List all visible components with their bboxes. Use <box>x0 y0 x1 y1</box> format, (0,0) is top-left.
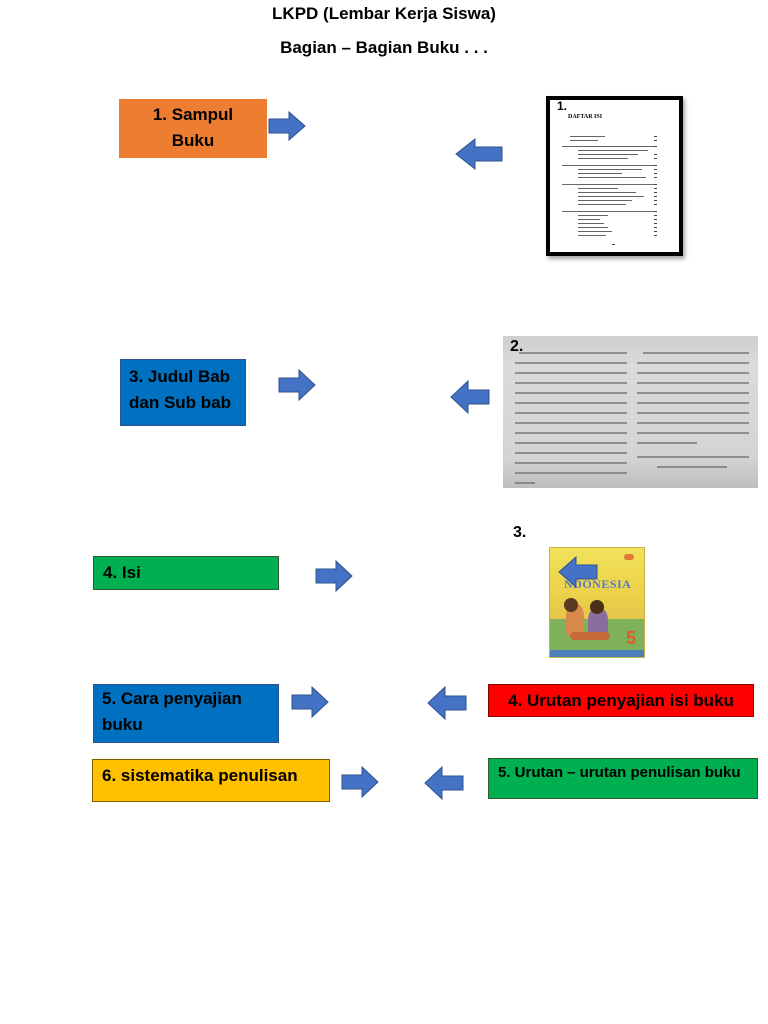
right-arrow-icon <box>291 686 329 718</box>
left-arrow-icon <box>427 686 467 720</box>
right-arrow-icon <box>341 766 379 798</box>
image-number-2: 2. <box>510 338 524 355</box>
document-title: LKPD (Lembar Kerja Siswa) <box>272 4 496 23</box>
box-sistematika: 6. sistematika penulisan <box>92 759 330 802</box>
left-arrow-icon <box>558 556 598 588</box>
box-isi-label: 4. Isi <box>103 563 141 582</box>
table-of-contents-image: DAFTAR ISI <box>546 96 683 256</box>
box-sistematika-label: 6. sistematika penulisan <box>102 766 298 785</box>
left-arrow-icon <box>455 138 503 170</box>
document-subtitle: Bagian – Bagian Buku . . . <box>280 38 488 57</box>
box-cara-penyajian: 5. Cara penyajian buku <box>93 684 279 743</box>
left-arrow-icon <box>450 380 490 414</box>
right-arrow-icon <box>278 369 316 401</box>
box-sampul-buku-label: 1. Sampul Buku <box>152 105 234 150</box>
toc-heading: DAFTAR ISI <box>568 114 603 120</box>
box-isi: 4. Isi <box>93 556 279 590</box>
right-arrow-icon <box>268 111 306 141</box>
box-urutan-penyajian-label: 4. Urutan penyajian isi buku <box>508 691 734 710</box>
box-judul-bab: 3. Judul Bab dan Sub bab <box>120 359 246 426</box>
cover-title-line2: NDONESIA <box>564 577 632 591</box>
box-urutan-penulisan: 5. Urutan – urutan penulisan buku <box>488 758 758 799</box>
box-urutan-penulisan-label: 5. Urutan – urutan penulisan buku <box>498 764 741 781</box>
box-urutan-penyajian: 4. Urutan penyajian isi buku <box>488 684 754 717</box>
right-arrow-icon <box>315 560 353 592</box>
box-cara-penyajian-label: 5. Cara penyajian buku <box>102 689 242 734</box>
box-sampul-buku: 1. Sampul Buku <box>119 99 267 158</box>
cover-grade: 5 <box>625 628 636 648</box>
left-arrow-icon <box>424 766 464 800</box>
scanned-text-image <box>503 336 758 488</box>
image-number-1: 1. <box>557 99 568 113</box>
box-judul-bab-label: 3. Judul Bab dan Sub bab <box>129 367 231 412</box>
image-number-3: 3. <box>513 524 527 541</box>
